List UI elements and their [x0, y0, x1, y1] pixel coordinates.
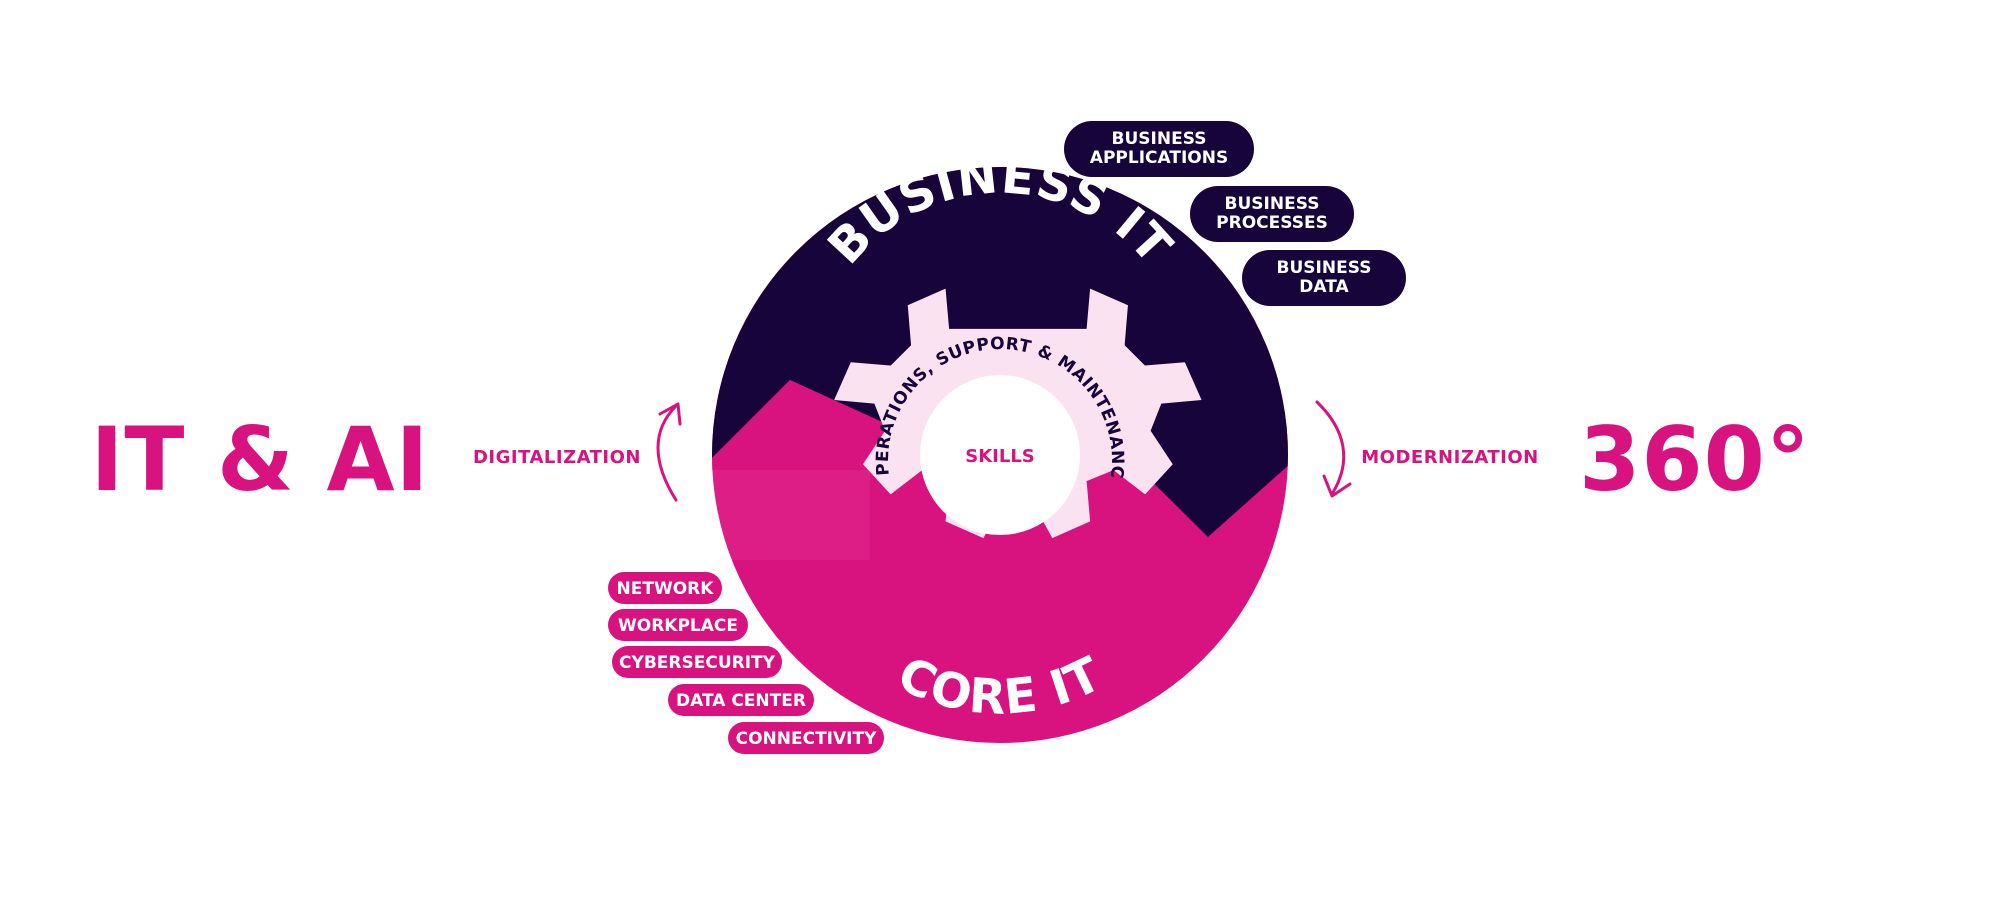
mountain-peak-left	[712, 380, 870, 470]
digitalization-label: DIGITALIZATION	[473, 447, 641, 468]
core-pill-cybersecurity-label: CYBERSECURITY	[619, 653, 776, 673]
core-pill-network: NETWORK	[608, 572, 722, 604]
left-title: IT & AI	[91, 408, 430, 511]
core-pill-data-center-label: DATA CENTER	[676, 691, 806, 711]
skills-label: SKILLS	[965, 446, 1035, 467]
modernization-label: MODERNIZATION	[1361, 447, 1539, 468]
core-pill-data-center: DATA CENTER	[668, 684, 814, 716]
business-pill-data-line1: BUSINESS	[1277, 258, 1372, 278]
business-pill-processes-line1: BUSINESS	[1225, 194, 1320, 214]
business-pill-applications: BUSINESS APPLICATIONS	[1064, 121, 1254, 177]
business-pill-processes-line2: PROCESSES	[1216, 213, 1328, 233]
core-pill-connectivity: CONNECTIVITY	[728, 722, 884, 754]
core-pill-network-label: NETWORK	[617, 579, 715, 599]
curved-arrow-down-icon	[1315, 400, 1352, 498]
gear-hub	[920, 375, 1080, 535]
curved-arrow-up-icon	[656, 402, 682, 502]
business-pill-applications-line2: APPLICATIONS	[1090, 148, 1228, 168]
business-pill-data: BUSINESS DATA	[1242, 250, 1406, 306]
mountain-band	[712, 470, 870, 560]
core-pill-workplace-label: WORKPLACE	[618, 616, 738, 636]
business-pill-data-line2: DATA	[1299, 277, 1349, 297]
core-pill-workplace: WORKPLACE	[608, 609, 748, 641]
right-title: 360°	[1579, 408, 1811, 511]
business-pill-applications-line1: BUSINESS	[1112, 129, 1207, 149]
core-pill-cybersecurity: CYBERSECURITY	[612, 646, 782, 678]
core-pill-connectivity-label: CONNECTIVITY	[736, 729, 877, 749]
business-pill-processes: BUSINESS PROCESSES	[1190, 186, 1354, 242]
